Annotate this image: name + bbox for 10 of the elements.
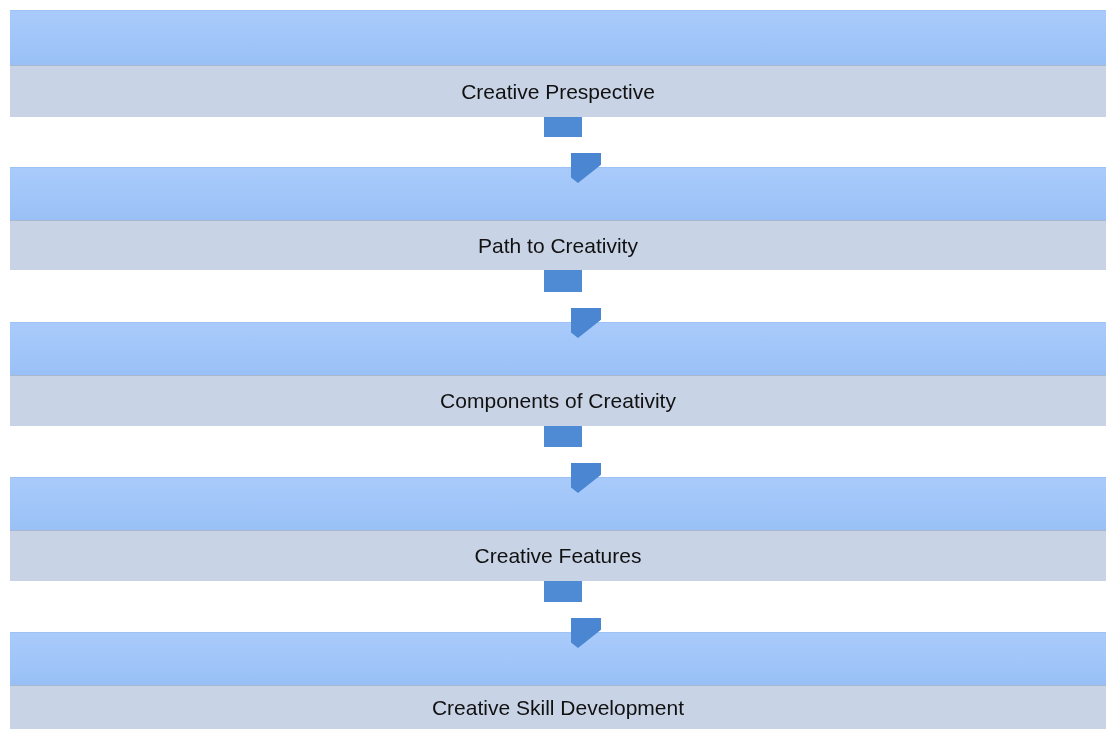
stage-band [10, 10, 1106, 117]
stage-label: Creative Skill Development [10, 685, 1106, 729]
stage-band [10, 477, 1106, 581]
stage-label: Creative Features [10, 530, 1106, 581]
stage-label: Creative Prespective [10, 65, 1106, 117]
stage-band [10, 322, 1106, 426]
stage-band [10, 632, 1106, 729]
stage-band [10, 167, 1106, 270]
stage-label: Path to Creativity [10, 220, 1106, 270]
stage-label: Components of Creativity [10, 375, 1106, 426]
